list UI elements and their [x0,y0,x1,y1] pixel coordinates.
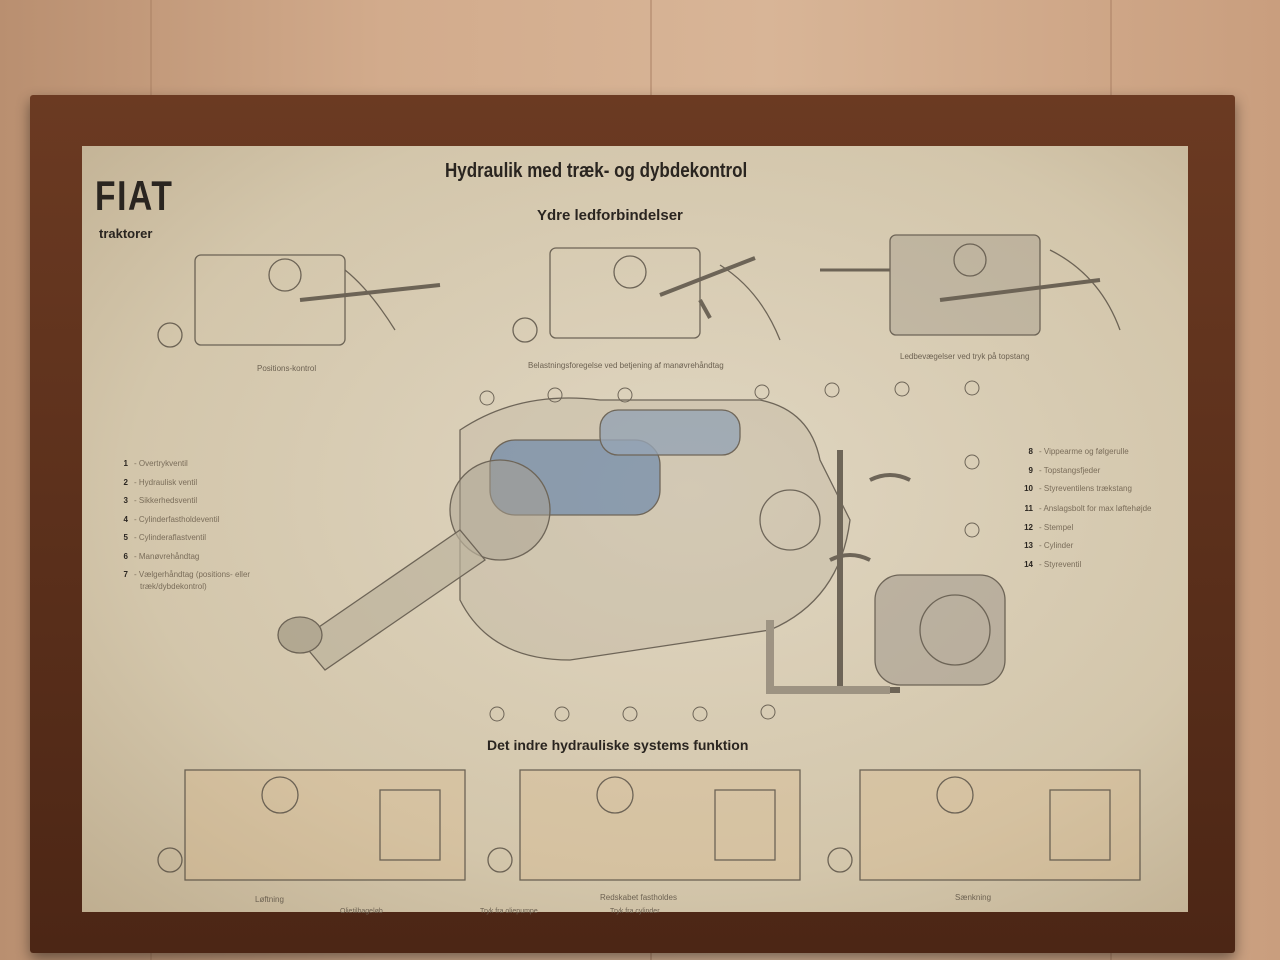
subcaption-olietilbageloeb: Olietilbageløb [340,908,383,915]
legend-item: 5- Cylinderaflastventil [123,533,207,542]
legend-item: 8- Vippearme og følgerulle [1028,447,1129,456]
section-top-heading: Ydre ledforbindelser [537,207,683,224]
callout-circles [479,380,980,722]
legend-left: 1- Overtrykventil 2- Hydraulisk ventil 3… [110,455,260,593]
section-bottom-heading: Det indre hydrauliske systems funktion [487,737,749,753]
legend-item: 14- Styreventil [1024,559,1082,569]
legend-item: 11- Anslagsbolt for max løftehøjde [1024,503,1152,513]
hydraulic-unit-cutaway [277,397,1006,694]
legend-item: 2- Hydraulisk ventil [123,477,198,487]
internal-diagram-3 [827,769,1141,881]
legend-item: 12- Stempel [1024,522,1074,532]
linkage-diagram-1 [157,254,441,348]
caption-loftning: Løftning [255,895,284,904]
brand-logo: FIAT [95,172,174,219]
internal-diagram-1 [157,769,466,881]
subcaption-tryk-cylinder: Tryk fra cylinder [610,908,660,915]
linkage-diagram-2 [512,247,781,343]
poster-title: Hydraulik med træk- og dybdekontrol [445,160,748,182]
linkage-diagram-3 [820,234,1121,336]
legend-item: 1- Overtrykventil [123,459,188,468]
caption-saenkning: Sænkning [955,893,992,902]
legend-item: 3- Sikkerhedsventil [123,496,198,505]
caption-ledbevaegelser: Ledbevægelser ved tryk på topstang [900,352,1030,361]
legend-right: 8- Vippearme og følgerulle 9- Topstangsf… [1015,443,1175,574]
caption-belastning: Belastningsforegelse ved betjening af ma… [528,361,724,370]
internal-diagram-2 [487,769,801,881]
subcaption-tryk-pumpe: Tryk fra oliepumpe [480,908,538,915]
brand-subtitle: traktorer [99,226,153,241]
legend-item: 10- Styreventilens trækstang [1024,484,1132,493]
legend-item: 6- Manøvrehåndtag [123,551,200,561]
poster [82,146,1188,912]
legend-item: 9- Topstangsfjeder [1028,465,1101,475]
legend-item: 13- Cylinder [1024,541,1074,550]
caption-positions-kontrol: Positions-kontrol [257,364,317,373]
caption-redskabet: Redskabet fastholdes [600,893,677,902]
legend-item: 4- Cylinderfastholdeventil [123,514,220,524]
legend-item: 7- Vælgerhåndtag (positions- eller træk/… [123,570,251,591]
